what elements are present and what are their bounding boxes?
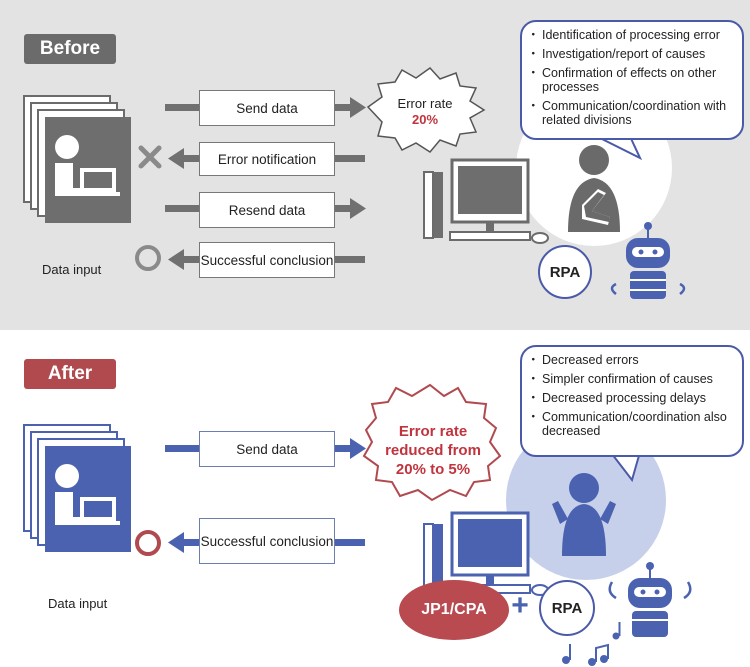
- rpa-circle-after: [539, 580, 595, 636]
- flow-send-data: Send data: [199, 431, 335, 467]
- flow-successful-conclusion: Successful conclusion: [199, 518, 335, 564]
- happy-person-icon: [552, 473, 616, 556]
- flow-successful-conclusion: Successful conclusion: [199, 242, 335, 278]
- error-rate-title: Error rate: [397, 96, 453, 111]
- bubble-item: Communication/coordination with related …: [527, 99, 732, 127]
- error-rate-reduced-burst: [362, 383, 502, 502]
- bubble-item: Communication/coordination also decrease…: [527, 410, 732, 438]
- data-input-label: Data input: [48, 596, 108, 611]
- bubble-item: Confirmation of effects on other process…: [527, 66, 732, 94]
- bubble-item: Decreased errors: [527, 353, 732, 367]
- flow-arrows-before: [165, 97, 366, 270]
- jp1-cpa-label: JP1/CPA: [421, 601, 487, 618]
- bubble-item: Simpler confirmation of causes: [527, 372, 732, 386]
- issues-bubble-before: Identification of processing error Inves…: [520, 20, 744, 140]
- music-note-icon: [562, 622, 621, 666]
- cross-mark-icon: [138, 145, 162, 169]
- flow-error-notification: Error notification: [199, 142, 335, 176]
- robot-icon: [610, 222, 686, 299]
- benefits-bubble-after: Decreased errors Simpler confirmation of…: [520, 345, 744, 457]
- error-rate-value: 20%: [411, 112, 439, 127]
- robot-icon: [608, 562, 692, 637]
- desktop-computer-icon: [423, 158, 549, 244]
- plus-sign: +: [511, 589, 529, 622]
- after-tag: After: [24, 359, 116, 389]
- bubble-item: Identification of processing error: [527, 28, 732, 42]
- error-rate-burst: [366, 67, 486, 153]
- desktop-computer-icon: [423, 511, 549, 596]
- thinking-person-icon: [568, 145, 620, 232]
- rpa-label-before: RPA: [549, 263, 581, 281]
- data-input-label: Data input: [42, 262, 102, 277]
- flow-send-data: Send data: [199, 90, 335, 126]
- person-at-computer-icon: [23, 424, 131, 552]
- bubble-item: Decreased processing delays: [527, 391, 732, 405]
- error-rate-reduced-label: Error rate reduced from 20% to 5%: [385, 423, 481, 478]
- person-at-computer-icon: [23, 95, 131, 223]
- bubble-item: Investigation/report of causes: [527, 47, 732, 61]
- error-rate-label: Error rate 20%: [390, 96, 460, 128]
- rpa-circle-before: [538, 245, 592, 299]
- circle-mark-icon: [135, 245, 161, 271]
- flow-resend-data: Resend data: [199, 192, 335, 228]
- flow-arrows-after: [165, 438, 366, 553]
- circle-mark-icon: [135, 530, 161, 556]
- rpa-label-after: RPA: [551, 599, 583, 617]
- jp1-cpa-oval: [399, 580, 509, 640]
- before-tag: Before: [24, 34, 116, 64]
